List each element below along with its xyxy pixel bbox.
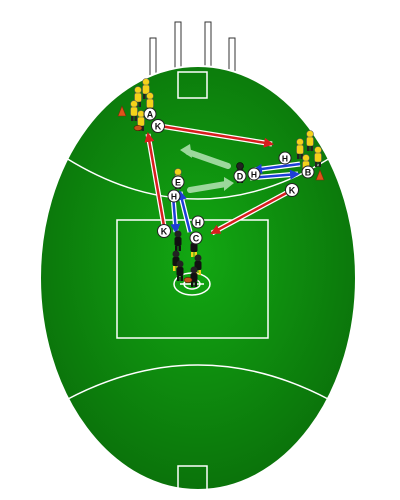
station-label-a: A	[147, 110, 154, 120]
kick-arrows	[144, 123, 294, 236]
player-group-c	[172, 230, 202, 287]
handball-marker-c: H	[195, 217, 201, 227]
kick-marker-c: K	[161, 227, 168, 237]
player-icon	[174, 230, 182, 251]
player-icon	[176, 260, 184, 281]
station-label-d: D	[237, 172, 244, 182]
kick-marker-b: K	[289, 186, 296, 196]
handball-marker-b-upper: H	[282, 153, 288, 163]
cone-icon	[117, 105, 127, 117]
run-arrow-upper	[185, 149, 231, 169]
ball-icon	[133, 125, 143, 131]
player-icon	[306, 130, 314, 151]
station-label-e: E	[175, 178, 181, 188]
station-label-c: C	[193, 234, 200, 244]
station-labels: A B C D E	[143, 107, 315, 245]
kick-marker-a: K	[155, 122, 162, 132]
ball-icon	[183, 277, 193, 283]
player-icon	[130, 100, 138, 121]
player-group-a	[117, 78, 154, 131]
handball-marker-d: H	[251, 169, 257, 179]
run-arrow-lower	[187, 181, 229, 193]
player-icon	[314, 146, 322, 167]
player-group-b	[296, 130, 325, 181]
station-label-b: B	[305, 168, 312, 178]
player-icon	[296, 138, 304, 159]
cone-icon	[315, 169, 325, 181]
run-arrows	[180, 144, 234, 193]
kick-markers: K K K	[151, 119, 299, 238]
player-icon	[134, 86, 142, 107]
handball-marker-e: H	[171, 191, 177, 201]
handball-markers: H H H H	[167, 151, 292, 229]
